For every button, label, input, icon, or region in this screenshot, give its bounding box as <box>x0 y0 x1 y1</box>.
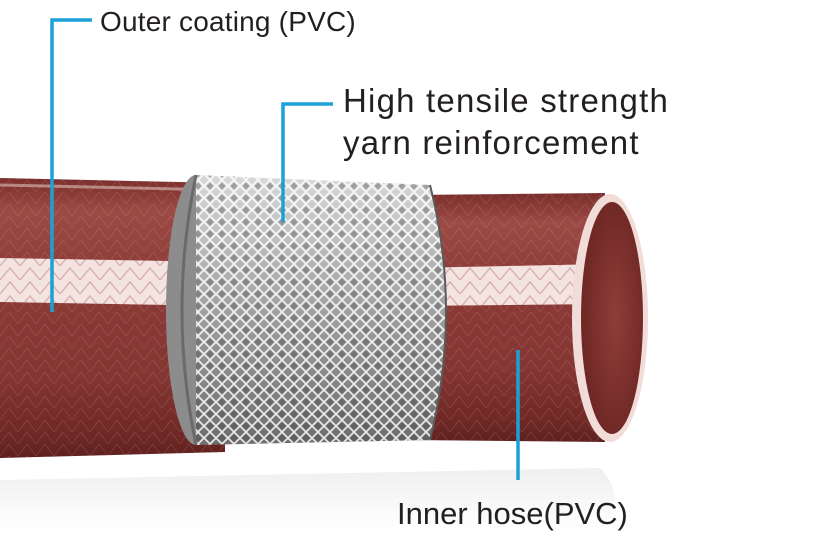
yarn-reinforcement-mesh <box>166 175 446 445</box>
yarn-reinforcement-label: High tensile strength yarn reinforcement <box>343 80 669 164</box>
yarn-label-line-1: High tensile strength <box>343 80 669 122</box>
yarn-label-line-2: yarn reinforcement <box>343 122 669 164</box>
outer-coating-label: Outer coating (PVC) <box>100 6 356 38</box>
inner-hose-label: Inner hose(PVC) <box>397 496 628 532</box>
